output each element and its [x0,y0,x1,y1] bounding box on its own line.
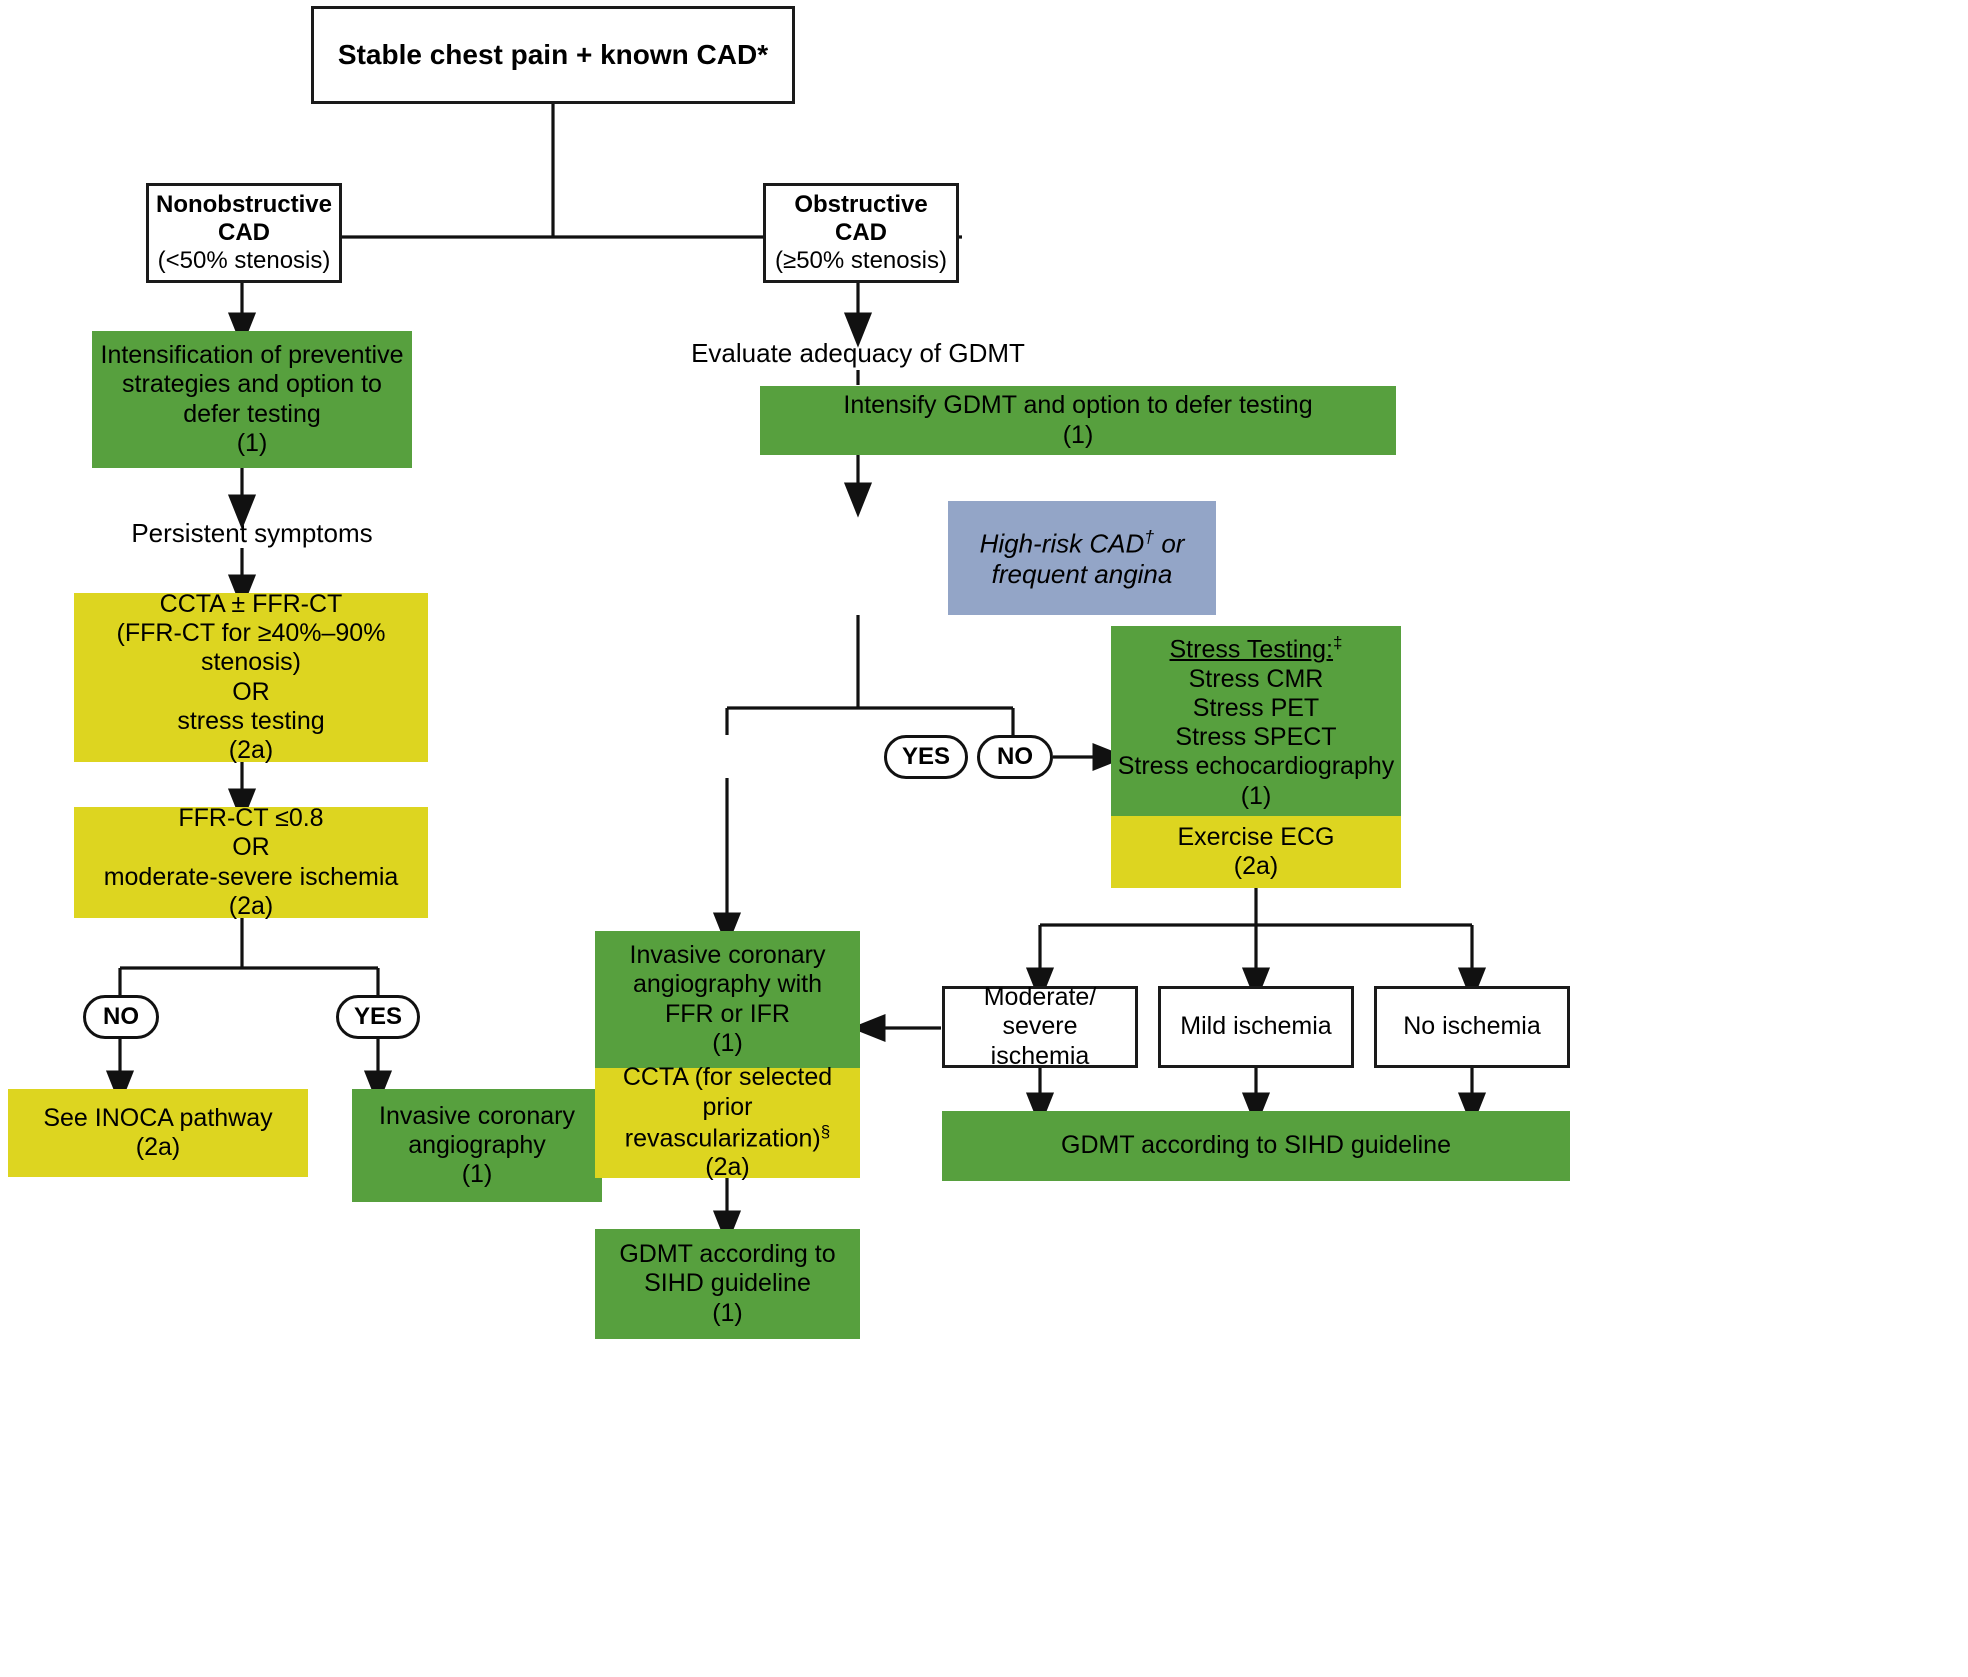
node-no-ischemia: No ischemia [1374,986,1570,1068]
decision-pill-no-center[interactable]: NO [977,735,1053,779]
node-inoca-pathway: See INOCA pathway (2a) [8,1089,308,1177]
node-intensification-preventive: Intensification of preventive strategies… [92,331,412,468]
node-mild-ischemia-label: Mild ischemia [1180,1012,1332,1041]
decision-pill-no-left[interactable]: NO [83,995,159,1039]
node-inoca-label: See INOCA pathway (2a) [43,1103,273,1161]
node-stress-testing-heading: Stress Testing:‡ [1170,633,1343,665]
node-stress-testing: Stress Testing:‡ Stress CMR Stress PET S… [1111,626,1401,816]
node-gdmt-sihd-center-label: GDMT according to SIHD guideline (1) [619,1240,836,1327]
node-ccta-prior-line2-text: revascularization) [624,1124,821,1153]
decision-pill-yes-left-label: YES [353,1003,403,1030]
node-persistent-symptoms: Persistent symptoms [92,518,412,549]
node-invasive-angiography-left: Invasive coronary angiography (1) [352,1089,602,1202]
decision-pill-yes-left[interactable]: YES [336,995,420,1039]
node-root-label: Stable chest pain + known CAD* [337,38,769,70]
node-gdmt-sihd-right-label: GDMT according to SIHD guideline [1061,1131,1451,1160]
node-nonobstructive-line2: CAD [218,218,270,246]
node-ccta-ffrct-label: CCTA ± FFR-CT (FFR-CT for ≥40%–90% steno… [116,589,386,764]
node-stress-testing-heading-text: Stress Testing: [1169,635,1334,664]
decision-pill-no-left-label: NO [103,1003,139,1030]
node-invasive-angiography-center-label: Invasive coronary angiography with FFR o… [629,941,826,1057]
node-high-risk-cad: High-risk CAD† or frequent angina [948,501,1216,615]
node-stress-testing-item-1: Stress PET [1192,693,1320,722]
node-nonobstructive-line3: (<50% stenosis) [157,247,331,275]
node-obstructive-line2: CAD [835,218,887,246]
node-high-risk-line2: frequent angina [991,558,1173,589]
node-intensify-gdmt: Intensify GDMT and option to defer testi… [760,386,1396,455]
node-stress-testing-item-0: Stress CMR [1188,664,1324,693]
node-ccta-prior-revascularization: CCTA (for selected prior revascularizati… [595,1063,860,1181]
node-ffrct-threshold: FFR-CT ≤0.8 OR moderate-severe ischemia … [74,804,428,920]
section-sign-icon: § [820,1121,831,1141]
node-no-ischemia-label: No ischemia [1403,1012,1541,1041]
node-exercise-ecg: Exercise ECG (2a) [1111,816,1401,888]
node-ffrct-threshold-label: FFR-CT ≤0.8 OR moderate-severe ischemia … [103,804,399,920]
node-nonobstructive-line1: Nonobstructive [155,190,332,218]
decision-pill-yes-center[interactable]: YES [884,735,968,779]
node-obstructive-cad: Obstructive CAD (≥50% stenosis) [763,183,959,283]
node-invasive-angiography-center: Invasive coronary angiography with FFR o… [595,931,860,1068]
node-stress-testing-cor: (1) [1240,781,1272,810]
decision-pill-no-center-label: NO [997,743,1033,770]
decision-pill-yes-center-label: YES [901,743,951,770]
node-stress-testing-item-2: Stress SPECT [1175,723,1337,752]
node-persistent-symptoms-label: Persistent symptoms [131,518,373,548]
node-moderate-severe-ischemia-label: Moderate/ severe ischemia [983,983,1097,1070]
node-high-risk-line1b: or [1154,528,1185,559]
node-intensify-gdmt-label: Intensify GDMT and option to defer testi… [843,391,1313,449]
node-root: Stable chest pain + known CAD* [311,6,795,104]
node-ccta-prior-cor: (2a) [705,1153,750,1182]
node-obstructive-line1: Obstructive [794,190,928,218]
dagger-icon: † [1144,526,1155,547]
node-ccta-prior-line2: revascularization)§ [625,1122,830,1154]
node-high-risk-line1: High-risk CAD† or [980,527,1185,559]
node-evaluate-gdmt: Evaluate adequacy of GDMT [636,338,1080,369]
node-ccta-ffrct: CCTA ± FFR-CT (FFR-CT for ≥40%–90% steno… [74,590,428,764]
node-high-risk-line1-text: High-risk CAD [979,528,1145,559]
node-gdmt-sihd-right: GDMT according to SIHD guideline [942,1111,1570,1181]
node-mild-ischemia: Mild ischemia [1158,986,1354,1068]
node-stress-testing-item-3: Stress echocardiography [1117,752,1395,781]
node-obstructive-line3: (≥50% stenosis) [775,247,947,275]
node-ccta-prior-line1: CCTA (for selected prior [622,1063,833,1121]
node-moderate-severe-ischemia: Moderate/ severe ischemia [942,983,1138,1070]
node-exercise-ecg-label: Exercise ECG (2a) [1177,822,1335,880]
node-intensification-label: Intensification of preventive strategies… [100,341,404,457]
node-evaluate-gdmt-label: Evaluate adequacy of GDMT [691,338,1025,368]
node-gdmt-sihd-center: GDMT according to SIHD guideline (1) [595,1229,860,1339]
node-invasive-angiography-left-label: Invasive coronary angiography (1) [379,1101,575,1189]
double-dagger-icon: ‡ [1333,633,1343,653]
node-nonobstructive-cad: Nonobstructive CAD (<50% stenosis) [146,183,342,283]
